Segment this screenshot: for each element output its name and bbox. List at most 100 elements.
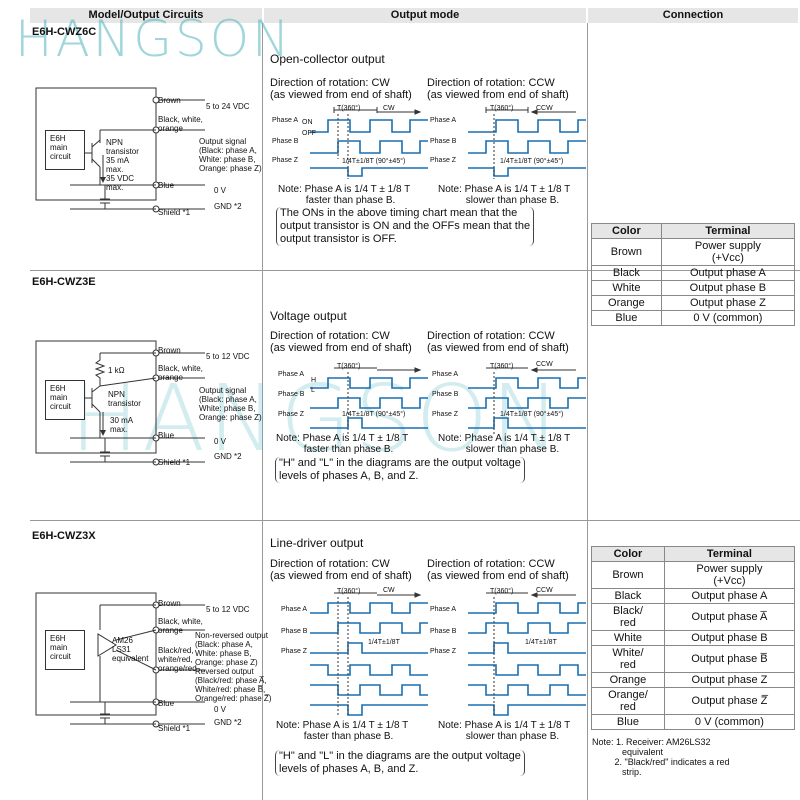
direction-ccw-3: Direction of rotation: CCW (as viewed fr… [427,558,569,582]
shield-3: Shield *1 [158,724,191,733]
header-output-mode: Output mode [264,8,586,23]
table-header-cell: Color [591,223,662,239]
explanation-1: The ONs in the above timing chart mean t… [276,207,535,246]
note-cw-1: Note: Phase A is 1/4 T ± 1/8 T faster th… [278,184,411,206]
output-signal-2: Output signal (Black: phase A, White: ph… [199,386,262,422]
phase-z-label-1b: Phase Z [430,157,457,164]
gnd-2: GND *2 [214,452,242,461]
t360-cw-3: T(360°) [337,588,361,595]
note-ccw-2: Note: Phase A is 1/4 T ± 1/8 T slower th… [438,433,571,455]
divider [587,23,588,800]
explanation-3: "H" and "L" in the diagrams are the outp… [275,750,525,776]
terminal-cell: Output phase B̅ [663,645,796,673]
ccw-label-2: CCW [536,361,553,368]
phase-a-label-2: Phase A [278,371,305,378]
connection-note: Note: 1. Receiver: AM26LS32 equivalent 2… [592,737,730,777]
gnd-3: GND *2 [214,718,242,727]
cw-label-1: CW [383,105,395,112]
transistor-spec-1: NPN transistor 35 mA max. 35 VDC max. [106,138,139,192]
model-name-1: E6H-CWZ6C [32,26,97,38]
wire-bwo-2: Black, white, orange [158,364,203,382]
note-ccw-1: Note: Phase A is 1/4 T ± 1/8 T slower th… [438,184,571,206]
reversed-colors-3: Black/red, white/red, orange/red [158,646,197,673]
terminal-cell: Power supply (+Vcc) [660,238,796,266]
main-circuit-box-2: E6H main circuit [45,380,85,420]
timing-chart-cw-2 [310,367,428,434]
model-name-3: E6H-CWZ3X [32,530,96,542]
zero-volt-3: 0 V [214,705,227,714]
note-cw-2: Note: Phase A is 1/4 T ± 1/8 T faster th… [276,433,409,455]
wire-color-cell: Brown [591,561,665,589]
t360-cw-1: T(360°) [337,105,361,112]
phase-z-label-1: Phase Z [272,157,299,164]
phase-b-label-2b: Phase B [432,391,459,398]
timing-chart-cw-3 [310,592,428,717]
output-signal-1: Output signal (Black: phase A, White: ph… [199,137,262,173]
model-name-2: E6H-CWZ3E [32,276,96,288]
reversed-3: Reversed output (Black/red: phase A̅, Wh… [195,667,272,703]
terminal-cell: 0 V (common) [663,714,796,730]
wire-bwo-1: Black, white, orange [158,115,203,133]
terminal-cell: Output phase A [663,588,796,604]
driver-3: AM26 LS31 equivalent [112,636,149,663]
phase-a-label-1: Phase A [272,117,299,124]
watermark-top: HANGSON [15,10,293,68]
terminal-cell: Output phase A̅ [663,603,796,631]
phase-z-label-3: Phase Z [281,648,308,655]
table-header-cell: Terminal [663,546,796,562]
wire-blue-2: Blue [158,431,175,440]
max-current-2: 30 mA max. [110,416,134,434]
phase-a-label-1b: Phase A [430,117,457,124]
timing-chart-ccw-1 [468,107,586,179]
phase-b-label-3b: Phase B [430,628,457,635]
table-header-cell: Terminal [660,223,796,239]
on-label-1: ON [302,119,313,126]
terminal-cell: Output phase Z̅ [663,687,796,715]
phase-a-label-3b: Phase A [430,606,457,613]
l-label-2: L [311,387,315,394]
wire-color-cell: White/ red [591,645,665,673]
phase-b-label-1: Phase B [272,138,299,145]
t360-ccw-3: T(360°) [490,588,514,595]
phase-b-label-2: Phase B [278,391,305,398]
ccw-label-1: CCW [536,105,553,112]
timing-chart-ccw-2 [468,367,586,434]
phase-a-label-2b: Phase A [432,371,459,378]
direction-ccw-1: Direction of rotation: CCW (as viewed fr… [427,77,569,101]
supply-voltage-3: 5 to 12 VDC [206,605,250,614]
wire-color-cell: Black/ red [591,603,665,631]
wire-color-cell: Orange/ red [591,687,665,715]
phase-b-label-3: Phase B [281,628,308,635]
transistor-2: NPN transistor [108,390,141,408]
wire-color-cell: Orange [591,295,662,311]
wire-color-cell: Black [591,265,662,281]
supply-voltage-1: 5 to 24 VDC [206,102,250,111]
off-label-1: OFF [302,130,316,137]
timing-chart-ccw-3 [468,592,586,717]
terminal-cell: Output phase B [660,280,796,296]
quarter-ccw-3: 1/4T±1/8T [525,639,557,646]
t360-cw-2: T(360°) [337,363,361,370]
direction-cw-1: Direction of rotation: CW (as viewed fro… [270,77,412,101]
wire-bwo-3: Black, white, orange [158,617,203,635]
wire-color-cell: Blue [591,310,662,326]
main-circuit-box-1: E6H main circuit [45,130,85,170]
quarter-cw-1: 1/4T±1/8T (90°±45°) [342,158,406,165]
phase-z-label-3b: Phase Z [430,648,457,655]
shield-1: Shield *1 [158,208,191,217]
phase-b-label-1b: Phase B [430,138,457,145]
wire-brown-1: Brown [158,96,181,105]
direction-cw-3: Direction of rotation: CW (as viewed fro… [270,558,412,582]
terminal-cell: Power supply (+Vcc) [663,561,796,589]
output-mode-title-1: Open-collector output [270,52,385,66]
gnd-1: GND *2 [214,202,242,211]
header-connection: Connection [588,8,798,23]
divider [262,23,263,800]
